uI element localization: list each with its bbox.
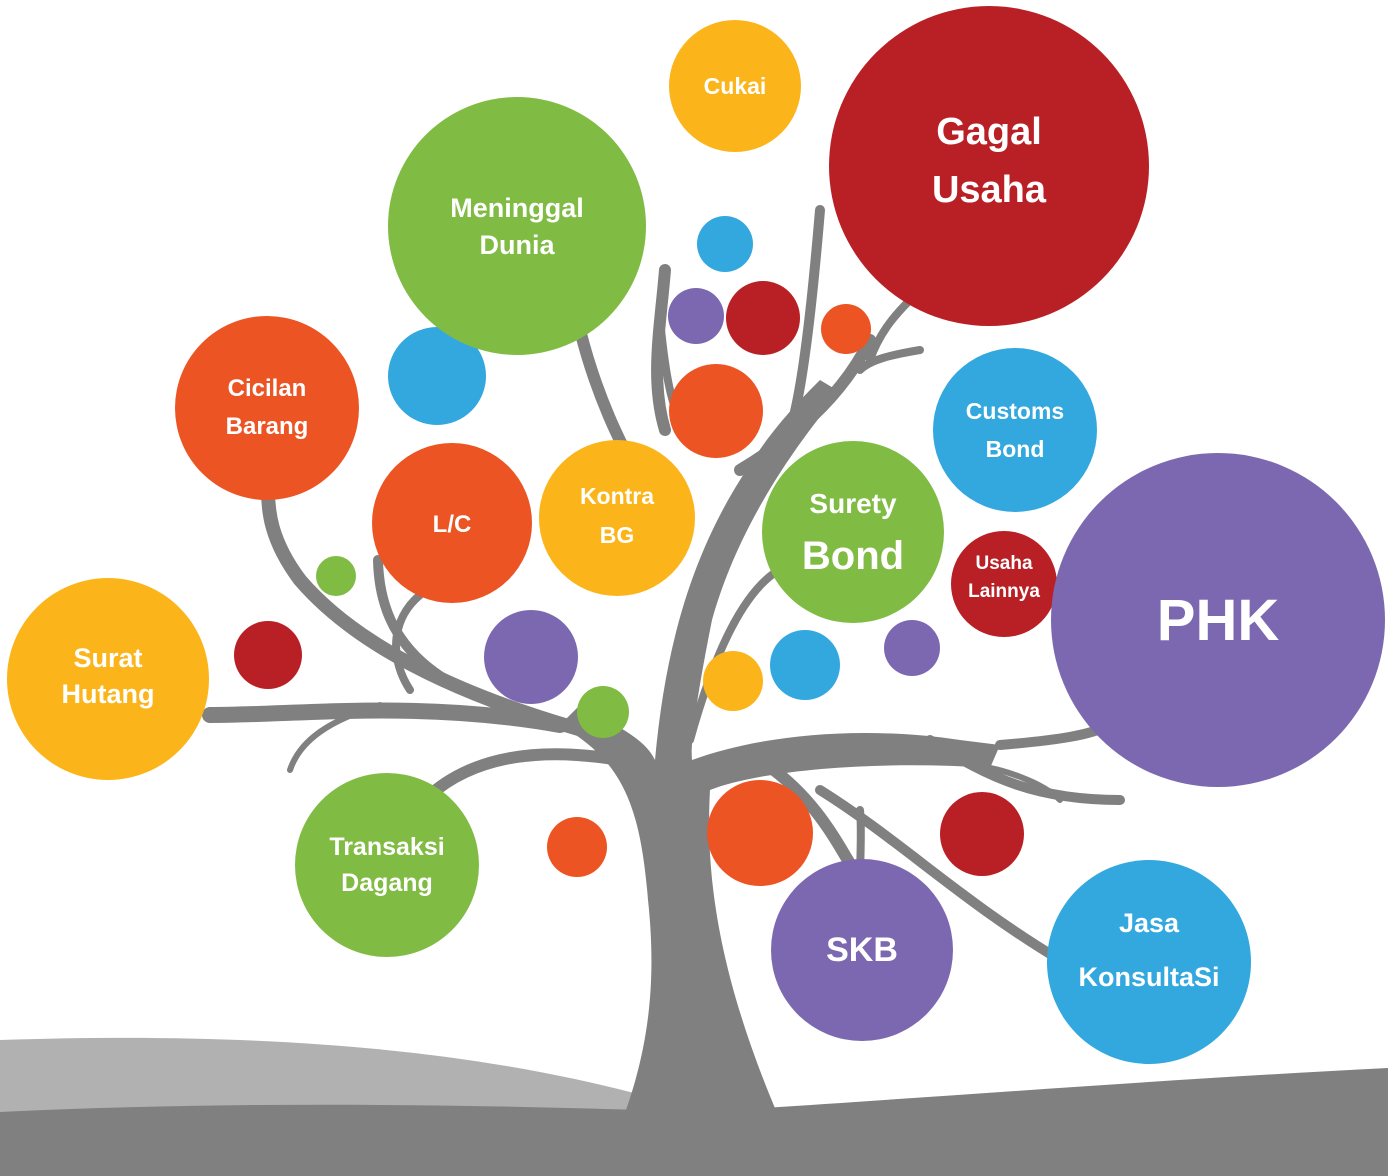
- dot: [388, 327, 486, 425]
- bubble-label-line-2: Barang: [226, 413, 309, 440]
- bubble-label-line-2: Dagang: [341, 869, 433, 897]
- dot: [940, 792, 1024, 876]
- dot: [703, 651, 763, 711]
- tree-trunk: [560, 380, 1000, 1176]
- bubble-circle: [1047, 860, 1251, 1064]
- bubble-cicilan-barang: Cicilan Barang: [175, 316, 359, 500]
- dot: [668, 288, 724, 344]
- dot: [234, 621, 302, 689]
- bubble-usaha-lainnya: Usaha Lainnya: [951, 531, 1057, 637]
- bubble-circle: [933, 348, 1097, 512]
- bubble-circle: [762, 441, 944, 623]
- bubble-circle: [372, 443, 532, 603]
- bubble-circle: [771, 859, 953, 1041]
- bubble-label-line-1: Jasa: [1119, 908, 1180, 938]
- bubble-circle: [7, 578, 209, 780]
- dot: [547, 817, 607, 877]
- bubble-label: Cukai: [704, 73, 767, 99]
- bubble-label-line-1: Surat: [73, 643, 142, 673]
- bubble-label-line-2: Dunia: [479, 230, 555, 260]
- dot: [821, 304, 871, 354]
- bubble-circle: [539, 440, 695, 596]
- bubble-label-line-2: KonsultaSi: [1078, 962, 1219, 992]
- bubble-transaksi-dagang: Transaksi Dagang: [295, 773, 479, 957]
- bubble-label-line-1: Kontra: [580, 483, 654, 509]
- bubble-label-line-2: BG: [600, 522, 635, 548]
- bubble-circle: [175, 316, 359, 500]
- bubble-label-line-1: Usaha: [975, 553, 1032, 574]
- bubble-jasa-konsultasi: Jasa KonsultaSi: [1047, 860, 1251, 1064]
- bubble-label-line-1: Gagal: [936, 111, 1042, 153]
- bubble-circle: [1051, 453, 1385, 787]
- bubble-label-line-1: Surety: [809, 488, 897, 519]
- bubble-label-line-1: Cicilan: [228, 375, 307, 402]
- dot: [669, 364, 763, 458]
- bubble-label: PHK: [1157, 588, 1280, 653]
- dot: [577, 686, 629, 738]
- bubble-label: SKB: [826, 931, 898, 969]
- bubble-label-line-1: Customs: [966, 398, 1064, 424]
- bubble-skb: SKB: [771, 859, 953, 1041]
- bubble-label-line-2: Hutang: [62, 679, 155, 709]
- dot: [884, 620, 940, 676]
- bubble-customs-bond: Customs Bond: [933, 348, 1097, 512]
- bubble-circle: [388, 97, 646, 355]
- bubble-surety-bond: Surety Bond: [762, 441, 944, 623]
- bubble-label-line-1: Transaksi: [329, 833, 444, 861]
- dot: [770, 630, 840, 700]
- bubble-kontra-bg: Kontra BG: [539, 440, 695, 596]
- dot: [316, 556, 356, 596]
- decorative-dots: [234, 216, 1024, 886]
- bubble-cukai: Cukai: [669, 20, 801, 152]
- bubble-gagal-usaha: Gagal Usaha: [829, 6, 1149, 326]
- dot: [707, 780, 813, 886]
- bubble-circle: [829, 6, 1149, 326]
- bubble-label-line-2: Bond: [986, 436, 1045, 462]
- dot: [697, 216, 753, 272]
- dot: [726, 281, 800, 355]
- bubble-circle: [295, 773, 479, 957]
- bubble-label-line-2: Bond: [802, 534, 904, 578]
- bubble-meninggal-dunia: Meninggal Dunia: [388, 97, 646, 355]
- bubble-circle: [669, 20, 801, 152]
- bubble-label-line-2: Lainnya: [968, 581, 1040, 602]
- bubble-lc: L/C: [372, 443, 532, 603]
- bubble-label-line-1: Meninggal: [450, 193, 584, 223]
- bubble-label: L/C: [433, 511, 472, 538]
- bubble-label-line-2: Usaha: [932, 169, 1047, 211]
- dot: [484, 610, 578, 704]
- bubble-phk: PHK: [1051, 453, 1385, 787]
- bubble-circle: [951, 531, 1057, 637]
- bubble-surat-hutang: Surat Hutang: [7, 578, 209, 780]
